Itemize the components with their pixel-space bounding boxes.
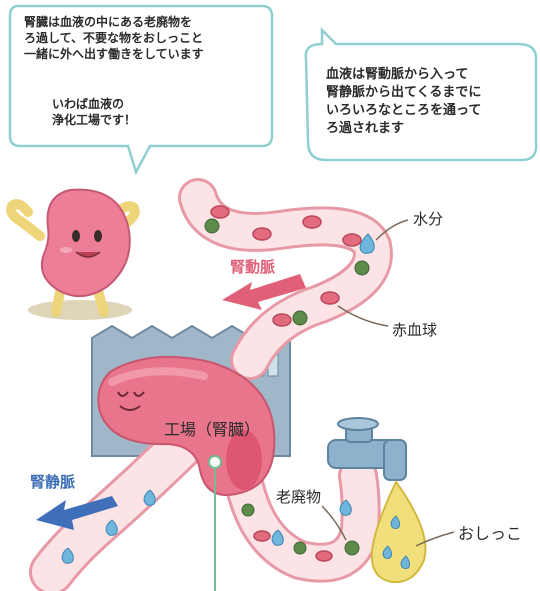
label-renal-vein: 腎静脈 [30, 473, 76, 491]
bubble-left-text: 腎臓は血液の中にある老廃物を ろ過して、不要な物をおしっこと 一緒に外へ出す働き… [24, 15, 204, 61]
label-factory: 工場（腎臓） [164, 420, 261, 439]
speech-bubble-right [304, 26, 538, 162]
urine-water-drops [382, 515, 411, 569]
kidney-character [6, 188, 140, 320]
label-waste: 老廃物 [276, 488, 322, 506]
label-renal-artery: 腎動脈 [230, 258, 276, 276]
red-blood-cells [210, 205, 362, 562]
bubble-right-text: 血液は腎動脈から入って 腎静脈から出てくるまでに いろいろなところを通って ろ過… [326, 67, 482, 136]
faucet [327, 417, 407, 481]
artery-arrow-icon [222, 274, 306, 310]
label-water: 水分 [413, 210, 444, 228]
speech-bubble-left [8, 4, 274, 176]
vein-arrow-icon [36, 496, 118, 530]
bubble-left-subtext: いわば血液の 浄化工場です！ [52, 97, 137, 127]
water-drops [61, 233, 375, 564]
label-urine: おしっこ [458, 524, 523, 543]
waste-particles [204, 218, 370, 556]
leader-lines [321, 219, 455, 547]
label-red-blood-cell: 赤血球 [392, 321, 438, 339]
